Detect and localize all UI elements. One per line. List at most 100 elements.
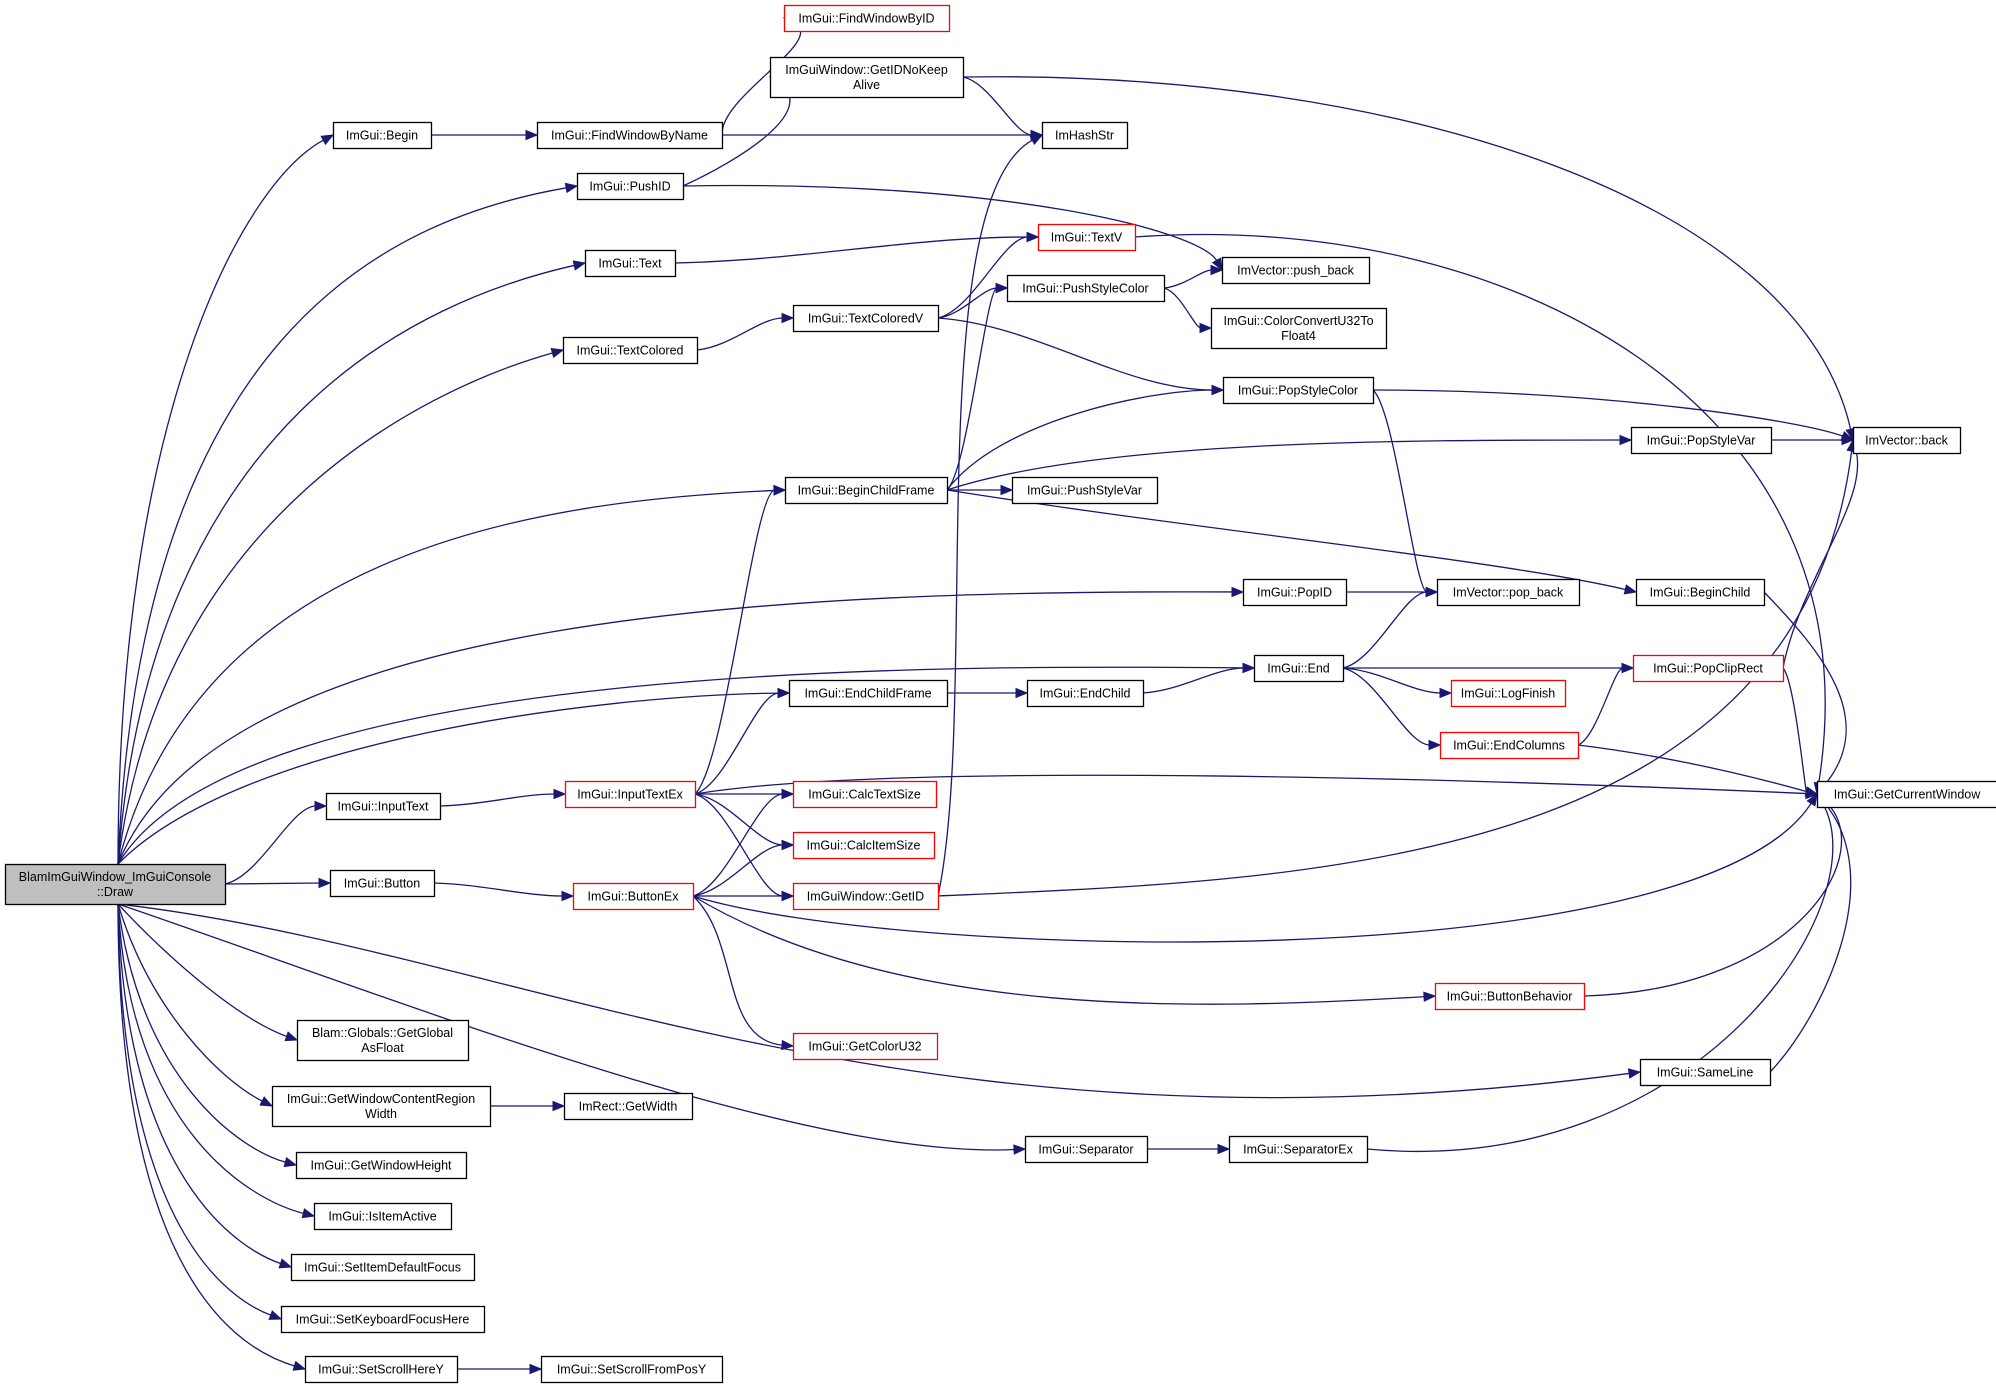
edge-pushStyleColor-to-pushBack — [1163, 264, 1224, 289]
node-inputText[interactable]: ImGui::InputText — [325, 792, 442, 821]
node-popId[interactable]: ImGui::PopID — [1242, 578, 1348, 607]
node-box — [792, 1032, 939, 1061]
node-buttonBehavior[interactable]: ImGui::ButtonBehavior — [1434, 982, 1586, 1011]
edge-textColored-to-textColoredV — [696, 312, 795, 351]
node-popStyleColor[interactable]: ImGui::PopStyleColor — [1222, 376, 1375, 405]
node-calcItemSize[interactable]: ImGui::CalcItemSize — [792, 831, 936, 860]
node-box — [1436, 578, 1581, 607]
node-label: ImGui::PushStyleColor — [1022, 282, 1148, 296]
node-setScrollHereY[interactable]: ImGui::SetScrollHereY — [304, 1355, 459, 1384]
edge-setScrollHereY-to-setScrollFromPosY — [457, 1363, 543, 1375]
edge-root-to-contentRegionWidth — [117, 903, 274, 1107]
node-endColumns[interactable]: ImGui::EndColumns — [1439, 731, 1580, 760]
node-getId[interactable]: ImGuiWindow::GetID — [792, 882, 940, 911]
node-separatorEx[interactable]: ImGui::SeparatorEx — [1228, 1135, 1369, 1164]
node-beginChildFrame[interactable]: ImGui::BeginChildFrame — [784, 476, 949, 505]
edge-begin-to-findByName — [431, 129, 539, 141]
call-edges — [117, 17, 1862, 1375]
node-box — [1228, 1135, 1369, 1164]
node-separator[interactable]: ImGui::Separator — [1024, 1135, 1149, 1164]
node-box — [1221, 256, 1371, 285]
node-box — [329, 869, 436, 898]
node-textV[interactable]: ImGui::TextV — [1037, 223, 1137, 252]
node-popClipRect[interactable]: ImGui::PopClipRect — [1632, 654, 1785, 683]
node-root[interactable]: BlamImGuiWindow_ImGuiConsole::Draw — [4, 863, 227, 906]
node-label: ImGui::SameLine — [1657, 1066, 1754, 1080]
node-buttonEx[interactable]: ImGui::ButtonEx — [572, 882, 695, 911]
arrowhead — [292, 1360, 307, 1371]
arrowhead — [284, 1031, 299, 1042]
edge-buttonEx-to-getCurrentWindow — [692, 792, 1818, 943]
node-beginChild[interactable]: ImGui::BeginChild — [1635, 578, 1766, 607]
arrowhead — [781, 890, 795, 902]
node-getCurrentWindow[interactable]: ImGui::GetCurrentWindow — [1816, 780, 1996, 809]
node-label: ImVector::back — [1865, 434, 1948, 448]
edge-endChildFrame-to-endChild — [946, 687, 1029, 699]
node-calcTextSize[interactable]: ImGui::CalcTextSize — [792, 780, 938, 809]
node-windowHeight[interactable]: ImGui::GetWindowHeight — [295, 1151, 468, 1180]
node-box — [792, 831, 936, 860]
node-label: ImGuiWindow::GetIDNoKeep — [785, 63, 948, 77]
node-pushStyleColor[interactable]: ImGui::PushStyleColor — [1006, 274, 1166, 303]
arrowhead — [781, 788, 795, 800]
arrowhead — [1627, 1068, 1642, 1079]
node-label: ImGui::PopClipRect — [1653, 662, 1763, 676]
node-box — [572, 882, 695, 911]
node-findByName[interactable]: ImGui::FindWindowByName — [536, 121, 724, 150]
arrowhead — [1806, 792, 1818, 807]
edge-root-to-button — [224, 877, 332, 889]
node-pushBack[interactable]: ImVector::push_back — [1221, 256, 1371, 285]
node-pushId[interactable]: ImGui::PushID — [576, 172, 685, 201]
node-logFinish[interactable]: ImGui::LogFinish — [1450, 679, 1567, 708]
node-popBack[interactable]: ImVector::pop_back — [1436, 578, 1581, 607]
edge-beginChildFrame-to-beginChild — [946, 489, 1638, 595]
node-begin[interactable]: ImGui::Begin — [332, 121, 433, 150]
node-getColorU32[interactable]: ImGui::GetColorU32 — [792, 1032, 939, 1061]
arrowhead — [995, 282, 1009, 294]
node-popStyleVar[interactable]: ImGui::PopStyleVar — [1630, 426, 1773, 455]
node-isItemActive[interactable]: ImGui::IsItemActive — [313, 1202, 453, 1231]
node-label: ImVector::pop_back — [1453, 586, 1564, 600]
node-box — [1434, 982, 1586, 1011]
node-endChildFrame[interactable]: ImGui::EndChildFrame — [788, 679, 949, 708]
node-hashStr[interactable]: ImHashStr — [1041, 121, 1129, 150]
node-box — [296, 1019, 470, 1062]
node-text[interactable]: ImGui::Text — [584, 249, 677, 278]
node-box — [540, 1355, 724, 1384]
node-label: ImGui::ButtonBehavior — [1447, 990, 1573, 1004]
edge-end-to-logFinish — [1342, 667, 1453, 699]
node-box — [1026, 679, 1145, 708]
node-vecBack[interactable]: ImVector::back — [1852, 426, 1962, 455]
arrowhead — [301, 1208, 316, 1219]
node-label: ::Draw — [97, 885, 134, 899]
node-pushStyleVar[interactable]: ImGui::PushStyleVar — [1011, 476, 1159, 505]
arrowhead — [777, 687, 791, 699]
node-box — [783, 4, 951, 33]
node-box — [1450, 679, 1567, 708]
node-setKeyboardFocusHere[interactable]: ImGui::SetKeyboardFocusHere — [280, 1305, 486, 1334]
node-textColoredV[interactable]: ImGui::TextColoredV — [792, 304, 940, 333]
node-end[interactable]: ImGui::End — [1253, 654, 1345, 683]
node-box — [792, 780, 938, 809]
edge-buttonEx-to-calcTextSize — [692, 788, 795, 897]
node-setScrollFromPosY[interactable]: ImGui::SetScrollFromPosY — [540, 1355, 724, 1384]
node-button[interactable]: ImGui::Button — [329, 869, 436, 898]
node-label: ImGui::Button — [344, 877, 420, 891]
node-findById[interactable]: ImGui::FindWindowByID — [783, 4, 951, 33]
node-textColored[interactable]: ImGui::TextColored — [562, 336, 699, 365]
node-setItemDefaultFocus[interactable]: ImGui::SetItemDefaultFocus — [290, 1253, 476, 1282]
edge-getIdNoKeep-to-hashStr — [962, 76, 1044, 141]
node-sameLine[interactable]: ImGui::SameLine — [1639, 1058, 1772, 1087]
node-label: ImGui::GetCurrentWindow — [1834, 788, 1982, 802]
node-inputTextEx[interactable]: ImGui::InputTextEx — [564, 780, 697, 809]
node-label: Blam::Globals::GetGlobal — [312, 1026, 453, 1040]
arrowhead — [1619, 434, 1633, 446]
arrowhead — [1841, 434, 1855, 446]
node-endChild[interactable]: ImGui::EndChild — [1026, 679, 1145, 708]
node-rectWidth[interactable]: ImRect::GetWidth — [563, 1092, 694, 1121]
edge-root-to-windowHeight — [117, 903, 298, 1168]
